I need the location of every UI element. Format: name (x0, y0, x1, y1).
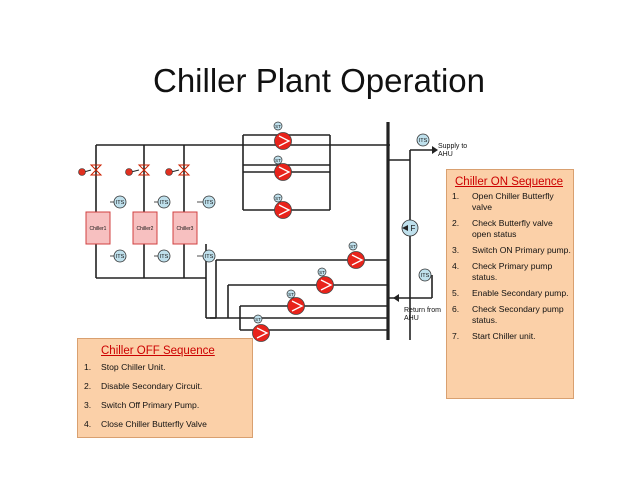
secondary-pump-4 (251, 323, 271, 343)
secondary-pump-3-status (286, 289, 296, 299)
page-title: Chiller Plant Operation (153, 62, 485, 99)
butterfly-valves (78, 164, 191, 176)
return-label: Return from AHU (404, 307, 441, 322)
primary-pump-1 (273, 131, 293, 151)
its-sensor-c1-bottom (113, 249, 127, 263)
on-sequence-heading: Chiller ON Sequence (455, 176, 564, 188)
secondary-pumps (251, 241, 366, 343)
its-sensor-c3-bottom (202, 249, 216, 263)
secondary-pump-1-status (348, 241, 358, 251)
chiller-1-label: Chiller1 (90, 226, 107, 232)
off-sequence-heading: Chiller OFF Sequence (101, 345, 215, 357)
list-item: 7.Start Chiller unit. (452, 331, 536, 341)
valve-3 (177, 164, 191, 176)
primary-pump-3-status (273, 193, 283, 203)
valve-motor-3 (165, 168, 173, 176)
its-sensors (110, 133, 432, 282)
its-sensor-return (418, 268, 432, 282)
chiller-units: Chiller1 Chiller2 Chiller3 (85, 211, 198, 245)
list-item: 1.Stop Chiller Unit. (84, 362, 166, 372)
primary-pump-2 (273, 162, 293, 182)
list-item: 6.Check Secondary pump status. (452, 304, 564, 325)
primary-pump-3 (273, 200, 293, 220)
secondary-pump-1 (346, 250, 366, 270)
its-sensor-c2-top (157, 195, 171, 209)
its-sensor-c3-top (202, 195, 216, 209)
supply-label: Supply to AHU (438, 143, 468, 158)
valve-motor-1 (78, 168, 86, 176)
list-item: 4.Close Chiller Butterfly Valve (84, 419, 207, 429)
valve-2 (137, 164, 151, 176)
chiller-2 (132, 211, 158, 245)
valve-1 (89, 164, 103, 176)
list-item: 2.Check Butterfly valve open status (452, 218, 553, 239)
its-sensor-supply (416, 133, 430, 147)
list-item: 1.Open Chiller Butterfly valve (452, 191, 554, 212)
on-sequence-list: 1.Open Chiller Butterfly valve 2.Check B… (447, 191, 573, 342)
chiller-on-sequence-box: Chiller ON Sequence 1.Open Chiller Butte… (446, 169, 574, 399)
list-item: 2.Disable Secondary Circuit. (84, 381, 203, 391)
valve-motor-2 (125, 168, 133, 176)
list-item: 3.Switch ON Primary pump. (452, 245, 571, 255)
its-sensor-c1-top (113, 195, 127, 209)
off-sequence-list: 1.Stop Chiller Unit. 2.Disable Secondary… (78, 362, 252, 430)
chiller-off-sequence-box: Chiller OFF Sequence 1.Stop Chiller Unit… (77, 338, 253, 438)
primary-pump-1-status (273, 121, 283, 131)
primary-pump-2-status (273, 155, 283, 165)
primary-pumps (273, 121, 293, 220)
chiller-3-label: Chiller3 (177, 226, 194, 232)
chiller-2-label: Chiller2 (137, 226, 154, 232)
list-item: 5.Enable Secondary pump. (452, 288, 569, 298)
secondary-pump-2-status (317, 267, 327, 277)
secondary-pump-2 (315, 275, 335, 295)
list-item: 3.Switch Off Primary Pump. (84, 400, 200, 410)
chiller-1 (85, 211, 111, 245)
flow-meter: F (401, 219, 419, 237)
list-item: 4.Check Primary pump status. (452, 261, 553, 282)
secondary-pump-3 (286, 296, 306, 316)
chiller-3 (172, 211, 198, 245)
secondary-pump-4-status (253, 314, 263, 324)
flow-arrows (393, 146, 438, 302)
svg-text:F: F (411, 224, 416, 233)
its-sensor-c2-bottom (157, 249, 171, 263)
secondary-piping (206, 122, 433, 340)
